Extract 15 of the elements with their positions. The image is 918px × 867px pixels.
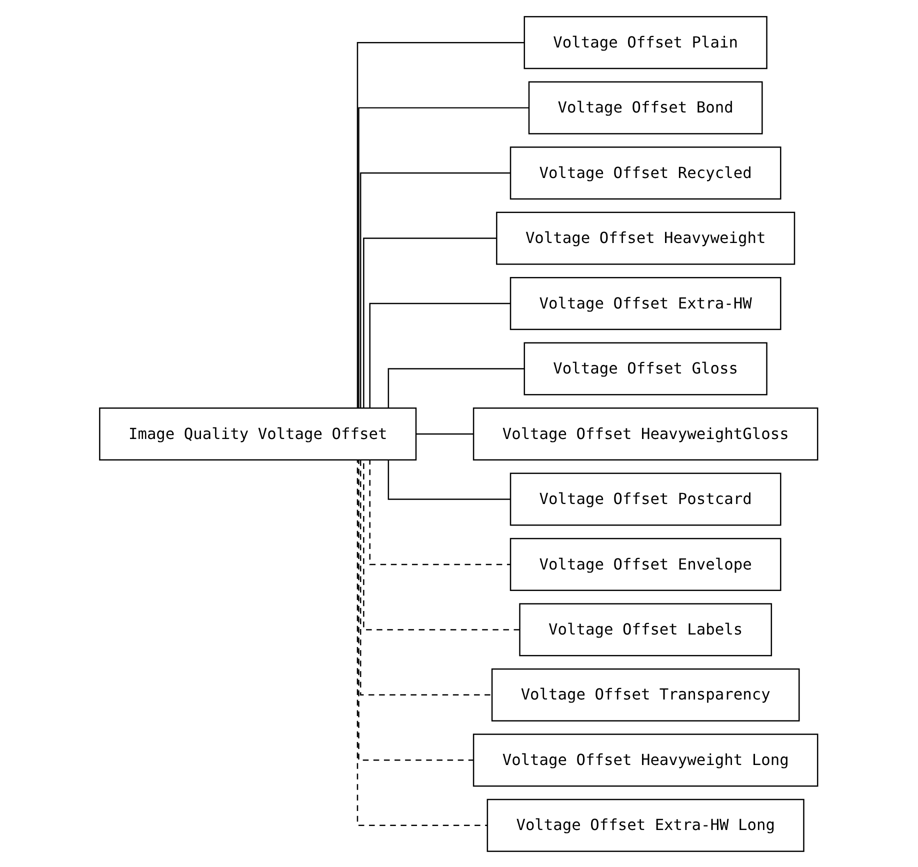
node-box: Voltage Offset Heavyweight [496,211,796,264]
node-box: Voltage Offset Postcard [510,472,782,526]
node-box: Voltage Offset Bond [528,80,764,134]
node-box: Voltage Offset Heavyweight Long [473,733,819,786]
node-box: Voltage Offset Extra-HW [510,276,782,330]
node-box: Voltage Offset Envelope [510,537,782,590]
connector [416,432,474,434]
node-box: Voltage Offset HeavyweightGloss [473,406,819,460]
node-box: Image Quality Voltage Offset [99,406,417,460]
node-box: Voltage Offset Extra-HW Long [487,798,805,852]
node-box: Voltage Offset Gloss [524,342,768,395]
node-box: Voltage Offset Recycled [510,146,782,200]
node-box: Voltage Offset Transparency [492,668,800,721]
node-box: Voltage Offset Labels [520,602,772,656]
node-box: Voltage Offset Plain [524,16,768,69]
